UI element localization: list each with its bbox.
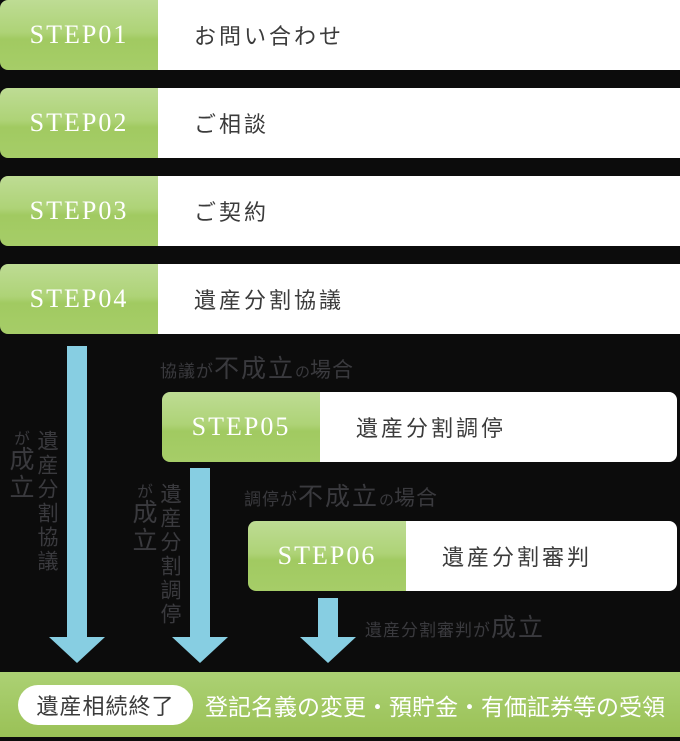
footer-bar: 遺産相続終了 登記名義の変更・預貯金・有価証券等の受領 xyxy=(0,672,680,737)
success-label-emph: 成立 xyxy=(6,446,33,502)
step-title: 遺産分割審判 xyxy=(442,545,593,570)
step-number: STEP02 xyxy=(29,108,129,137)
step-body: 遺産分割協議 xyxy=(158,264,680,334)
step-number-badge: STEP04 xyxy=(0,264,158,334)
note-emph: 成立 xyxy=(491,615,546,642)
step-number: STEP04 xyxy=(29,284,129,313)
note-particle: の xyxy=(379,493,395,509)
step-number: STEP01 xyxy=(29,20,129,49)
success-label-particle: が xyxy=(11,430,28,446)
success-label-emph: 成立 xyxy=(129,499,156,555)
arrow-head-mediation xyxy=(172,637,228,663)
completion-badge-label: 遺産相続終了 xyxy=(36,693,175,719)
step-number: STEP05 xyxy=(191,412,291,441)
note-tail: 場合 xyxy=(394,486,439,510)
note-pre: 調停が xyxy=(244,490,298,509)
step-number-badge: STEP02 xyxy=(0,88,158,158)
success-label-subject: 遺産分割調停 xyxy=(158,483,182,627)
step-title: ご契約 xyxy=(194,200,270,225)
step-number-badge: STEP05 xyxy=(162,392,320,462)
success-label-particle: が xyxy=(134,483,151,499)
step-number: STEP06 xyxy=(277,541,377,570)
branch-note-mediation-fail: 調停が不成立の場合 xyxy=(244,477,438,513)
arrow-shaft-discussion xyxy=(67,346,87,637)
step-body: ご契約 xyxy=(158,176,680,246)
success-label-suffix: が成立 xyxy=(5,430,33,580)
step-title: 遺産分割調停 xyxy=(356,416,507,441)
arrow-shaft-judgment xyxy=(318,598,338,637)
note-emph: 不成立 xyxy=(214,356,296,383)
note-pre: 協議が xyxy=(160,362,214,381)
step-row-06: STEP06 遺産分割審判 xyxy=(248,521,677,591)
branch-note-judgment-success: 遺産分割審判が成立 xyxy=(365,608,545,644)
note-particle: の xyxy=(295,365,311,381)
arrow-head-discussion xyxy=(49,637,105,663)
step-title: 遺産分割協議 xyxy=(194,288,345,313)
success-label-discussion: 遺産分割協議 が成立 xyxy=(5,430,61,580)
step-number: STEP03 xyxy=(29,196,129,225)
success-label-mediation: 遺産分割調停 が成立 xyxy=(128,483,184,628)
note-pre: 遺産分割審判が xyxy=(365,621,491,640)
step-body: ご相談 xyxy=(158,88,680,158)
step-body: 遺産分割調停 xyxy=(320,392,677,462)
note-tail: 場合 xyxy=(310,358,355,382)
completion-badge: 遺産相続終了 xyxy=(18,684,193,725)
step-body: お問い合わせ xyxy=(158,0,680,70)
step-row-03: STEP03 ご契約 xyxy=(0,176,680,246)
step-row-04: STEP04 遺産分割協議 xyxy=(0,264,680,334)
step-number-badge: STEP03 xyxy=(0,176,158,246)
step-row-05: STEP05 遺産分割調停 xyxy=(162,392,677,462)
step-row-01: STEP01 お問い合わせ xyxy=(0,0,680,70)
success-label-suffix: が成立 xyxy=(128,483,156,628)
step-title: ご相談 xyxy=(194,112,270,137)
arrow-shaft-mediation xyxy=(190,468,210,637)
footer-description: 登記名義の変更・預貯金・有価証券等の受領 xyxy=(205,694,665,720)
step-number-badge: STEP06 xyxy=(248,521,406,591)
step-number-badge: STEP01 xyxy=(0,0,158,70)
arrow-head-judgment xyxy=(300,637,356,663)
step-row-02: STEP02 ご相談 xyxy=(0,88,680,158)
note-emph: 不成立 xyxy=(298,484,380,511)
step-title: お問い合わせ xyxy=(194,24,345,49)
success-label-subject: 遺産分割協議 xyxy=(35,430,59,574)
step-body: 遺産分割審判 xyxy=(406,521,677,591)
branch-note-discussion-fail: 協議が不成立の場合 xyxy=(160,349,354,385)
